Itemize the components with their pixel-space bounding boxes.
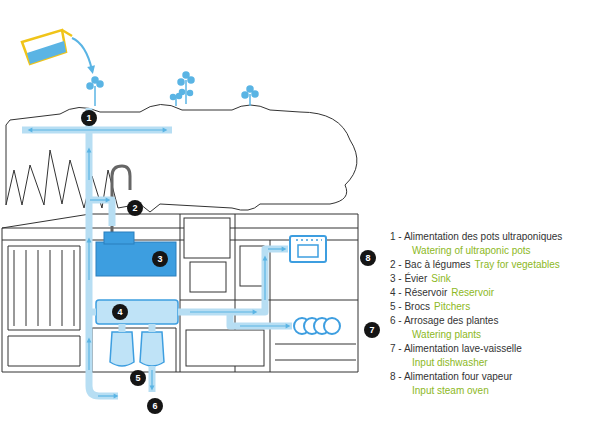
legend-text-french: 3 - Évier	[390, 273, 427, 285]
callout-number: 8	[360, 250, 376, 266]
dishwasher-plates	[294, 318, 340, 334]
legend-text-english: Sink	[431, 273, 450, 285]
legend-text-english: Pitchers	[434, 301, 470, 313]
pipe-arrows	[30, 130, 288, 396]
water-pipes	[22, 108, 292, 396]
kitchen-counter	[2, 214, 358, 372]
pitchers	[110, 332, 164, 366]
legend-text-english: Watering of ultraponic pots	[412, 245, 531, 257]
legend-text-english: Input steam oven	[412, 385, 489, 397]
plants	[87, 72, 258, 106]
legend-text-english: Input dishwasher	[412, 357, 488, 369]
vegetable-tray	[104, 232, 134, 244]
callout-number: 6	[147, 398, 163, 414]
legend-text-french: 4 - Réservoir	[390, 287, 447, 299]
reservoir	[96, 300, 178, 324]
callout-number: 2	[127, 200, 143, 216]
sink	[96, 242, 176, 276]
legend-text-english: Tray for vegetables	[475, 259, 560, 271]
callout-number: 1	[81, 110, 97, 126]
legend-text-french: 2 - Bac à légumes	[390, 259, 471, 271]
legend-text-french: 7 - Alimentation lave-vaisselle	[390, 343, 522, 355]
legend-text-french: 5 - Brocs	[390, 301, 430, 313]
plant-bed	[6, 104, 357, 212]
steam-oven-icon	[290, 236, 326, 262]
callout-number: 5	[130, 370, 146, 386]
callout-number: 7	[364, 322, 380, 338]
legend-text-french: 1 - Alimentation des pots ultraponiques	[390, 231, 562, 243]
legend-text-french: 8 - Alimentation four vapeur	[390, 371, 512, 383]
legend-text-english: Watering plants	[412, 329, 481, 341]
legend-text-french: 6 - Arrosage des plantes	[390, 315, 498, 327]
callout-number: 3	[152, 251, 168, 267]
pouring-pitcher	[22, 30, 92, 70]
callout-number: 4	[112, 304, 128, 320]
legend-text-english: Reservoir	[451, 287, 494, 299]
